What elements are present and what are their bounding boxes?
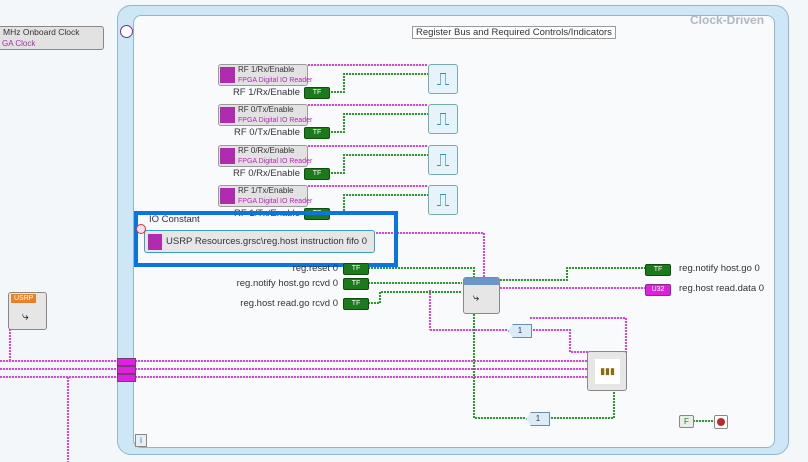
io-constant-value: USRP Resources.grsc\reg.host instruction…: [166, 236, 367, 247]
loop-tunnel[interactable]: [117, 358, 136, 366]
loop-tunnel[interactable]: [117, 366, 136, 374]
write-digital-line-icon[interactable]: ⎍: [428, 185, 458, 215]
selection-highlight: [134, 211, 398, 267]
onboard-clock-node[interactable]: MHz Onboard Clock GA Clock: [0, 26, 104, 50]
control-host-read-go-rcvd[interactable]: TF: [343, 298, 369, 310]
stop-icon: [717, 418, 725, 426]
digital-io-reader[interactable]: RF 1/Tx/Enable FPGA Digital IO Reader: [218, 185, 312, 207]
usrp-badge: USRP: [11, 294, 37, 303]
waveform-icon: [220, 148, 235, 164]
info-icon[interactable]: i: [135, 434, 147, 447]
false-constant[interactable]: F: [679, 415, 694, 428]
reader-name: RF 0/Rx/Enable: [238, 146, 295, 155]
control-label: reg.notify host.go rcvd 0: [236, 278, 338, 289]
feedback-node[interactable]: 1: [526, 412, 550, 426]
warning-icon: [136, 224, 146, 234]
waveform-icon: [220, 67, 235, 83]
reader-name: RF 1/Tx/Enable: [238, 186, 294, 195]
reader-label: RF 1/Rx/Enable: [232, 87, 300, 98]
control-label: reg.reset 0: [292, 263, 338, 274]
reader-type: FPGA Digital IO Reader: [238, 117, 313, 124]
indicator-notify-host-go[interactable]: TF: [645, 264, 671, 276]
control-reset[interactable]: TF: [343, 263, 369, 275]
feedback-node[interactable]: 1: [508, 324, 532, 338]
write-digital-line-icon[interactable]: ⎍: [428, 145, 458, 175]
comment-label: Register Bus and Required Controls/Indic…: [412, 26, 616, 39]
control-notify-host-go-rcvd[interactable]: TF: [343, 278, 369, 290]
loop-tunnel[interactable]: [117, 374, 136, 382]
reader-label: RF 0/Rx/Enable: [232, 168, 300, 179]
indicator-host-read-data[interactable]: U32: [645, 284, 671, 296]
control-label: reg.host read.go rcvd 0: [240, 298, 338, 309]
boolean-constant[interactable]: TF: [304, 168, 330, 180]
reader-type: FPGA Digital IO Reader: [238, 198, 313, 205]
usrp-open-session-node[interactable]: USRP ⤷: [8, 292, 47, 330]
session-icon: ⤷: [22, 309, 29, 323]
waveform-icon: [220, 188, 235, 204]
io-constant-label: IO Constant: [149, 214, 200, 225]
loop-label: Clock-Driven: [690, 13, 765, 27]
digital-io-reader[interactable]: RF 0/Rx/Enable FPGA Digital IO Reader: [218, 145, 312, 167]
reader-type: FPGA Digital IO Reader: [238, 77, 313, 84]
indicator-label: reg.notify host.go 0: [679, 263, 760, 274]
reader-name: RF 0/Tx/Enable: [238, 105, 294, 114]
boolean-constant[interactable]: TF: [304, 87, 330, 99]
digital-io-reader[interactable]: RF 1/Rx/Enable FPGA Digital IO Reader: [218, 64, 312, 86]
clock-subtitle: GA Clock: [2, 39, 36, 48]
write-digital-line-icon[interactable]: ⎍: [428, 104, 458, 134]
reader-name: RF 1/Rx/Enable: [238, 65, 295, 74]
clock-title: MHz Onboard Clock: [3, 27, 80, 37]
digital-io-reader[interactable]: RF 0/Tx/Enable FPGA Digital IO Reader: [218, 104, 312, 126]
cluster-icon: ▮▮▮: [595, 359, 620, 384]
waveform-icon: [220, 107, 235, 123]
boolean-constant[interactable]: TF: [304, 127, 330, 139]
io-constant[interactable]: USRP Resources.grsc\reg.host instruction…: [144, 230, 375, 253]
build-cluster-node[interactable]: ▮▮▮: [587, 351, 627, 391]
indicator-label: reg.host read.data 0: [679, 283, 765, 294]
stop-terminal[interactable]: [714, 415, 728, 429]
stack-icon: [148, 234, 162, 250]
invoke-method-node[interactable]: ⤷: [463, 277, 500, 314]
write-digital-line-icon[interactable]: ⎍: [428, 64, 458, 94]
method-icon: ⤷: [473, 292, 480, 304]
reader-type: FPGA Digital IO Reader: [238, 158, 313, 165]
reader-label: RF 0/Tx/Enable: [234, 127, 300, 138]
loop-clock-terminal[interactable]: [120, 25, 133, 38]
